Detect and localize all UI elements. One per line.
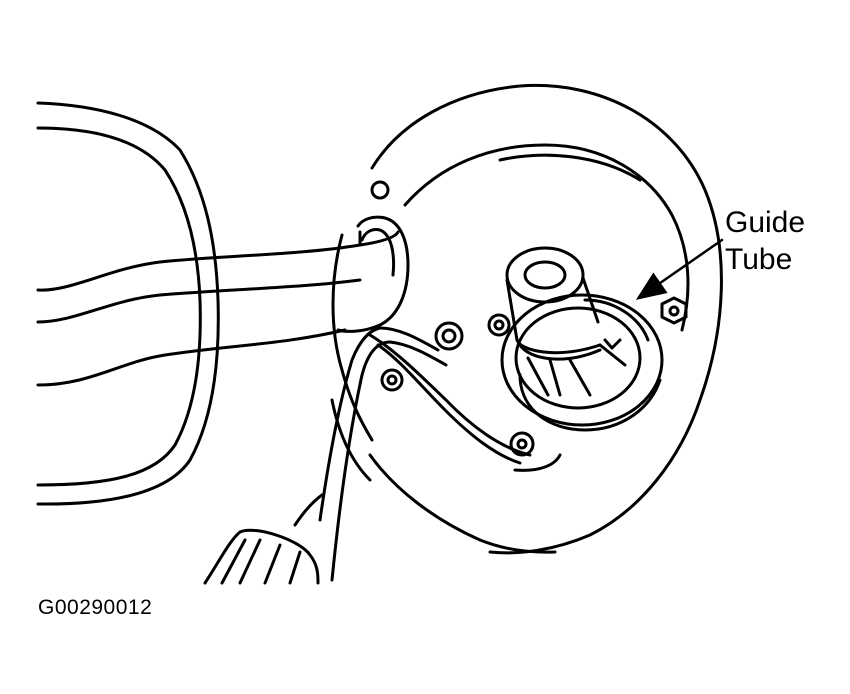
wire-harness bbox=[318, 326, 562, 582]
callout-label-line1: Guide bbox=[725, 206, 805, 239]
callout-label-line2: Tube bbox=[725, 243, 792, 276]
flange-bolts bbox=[370, 180, 688, 457]
body-panel-contour bbox=[36, 101, 220, 506]
figure-id: G00290012 bbox=[38, 596, 153, 619]
guide-tube bbox=[505, 246, 627, 397]
lower-bracket bbox=[203, 493, 324, 585]
callout-arrow bbox=[635, 238, 724, 300]
pump-flange bbox=[330, 83, 723, 555]
guide-tube-collar bbox=[500, 293, 664, 432]
fuel-hose bbox=[36, 215, 410, 387]
